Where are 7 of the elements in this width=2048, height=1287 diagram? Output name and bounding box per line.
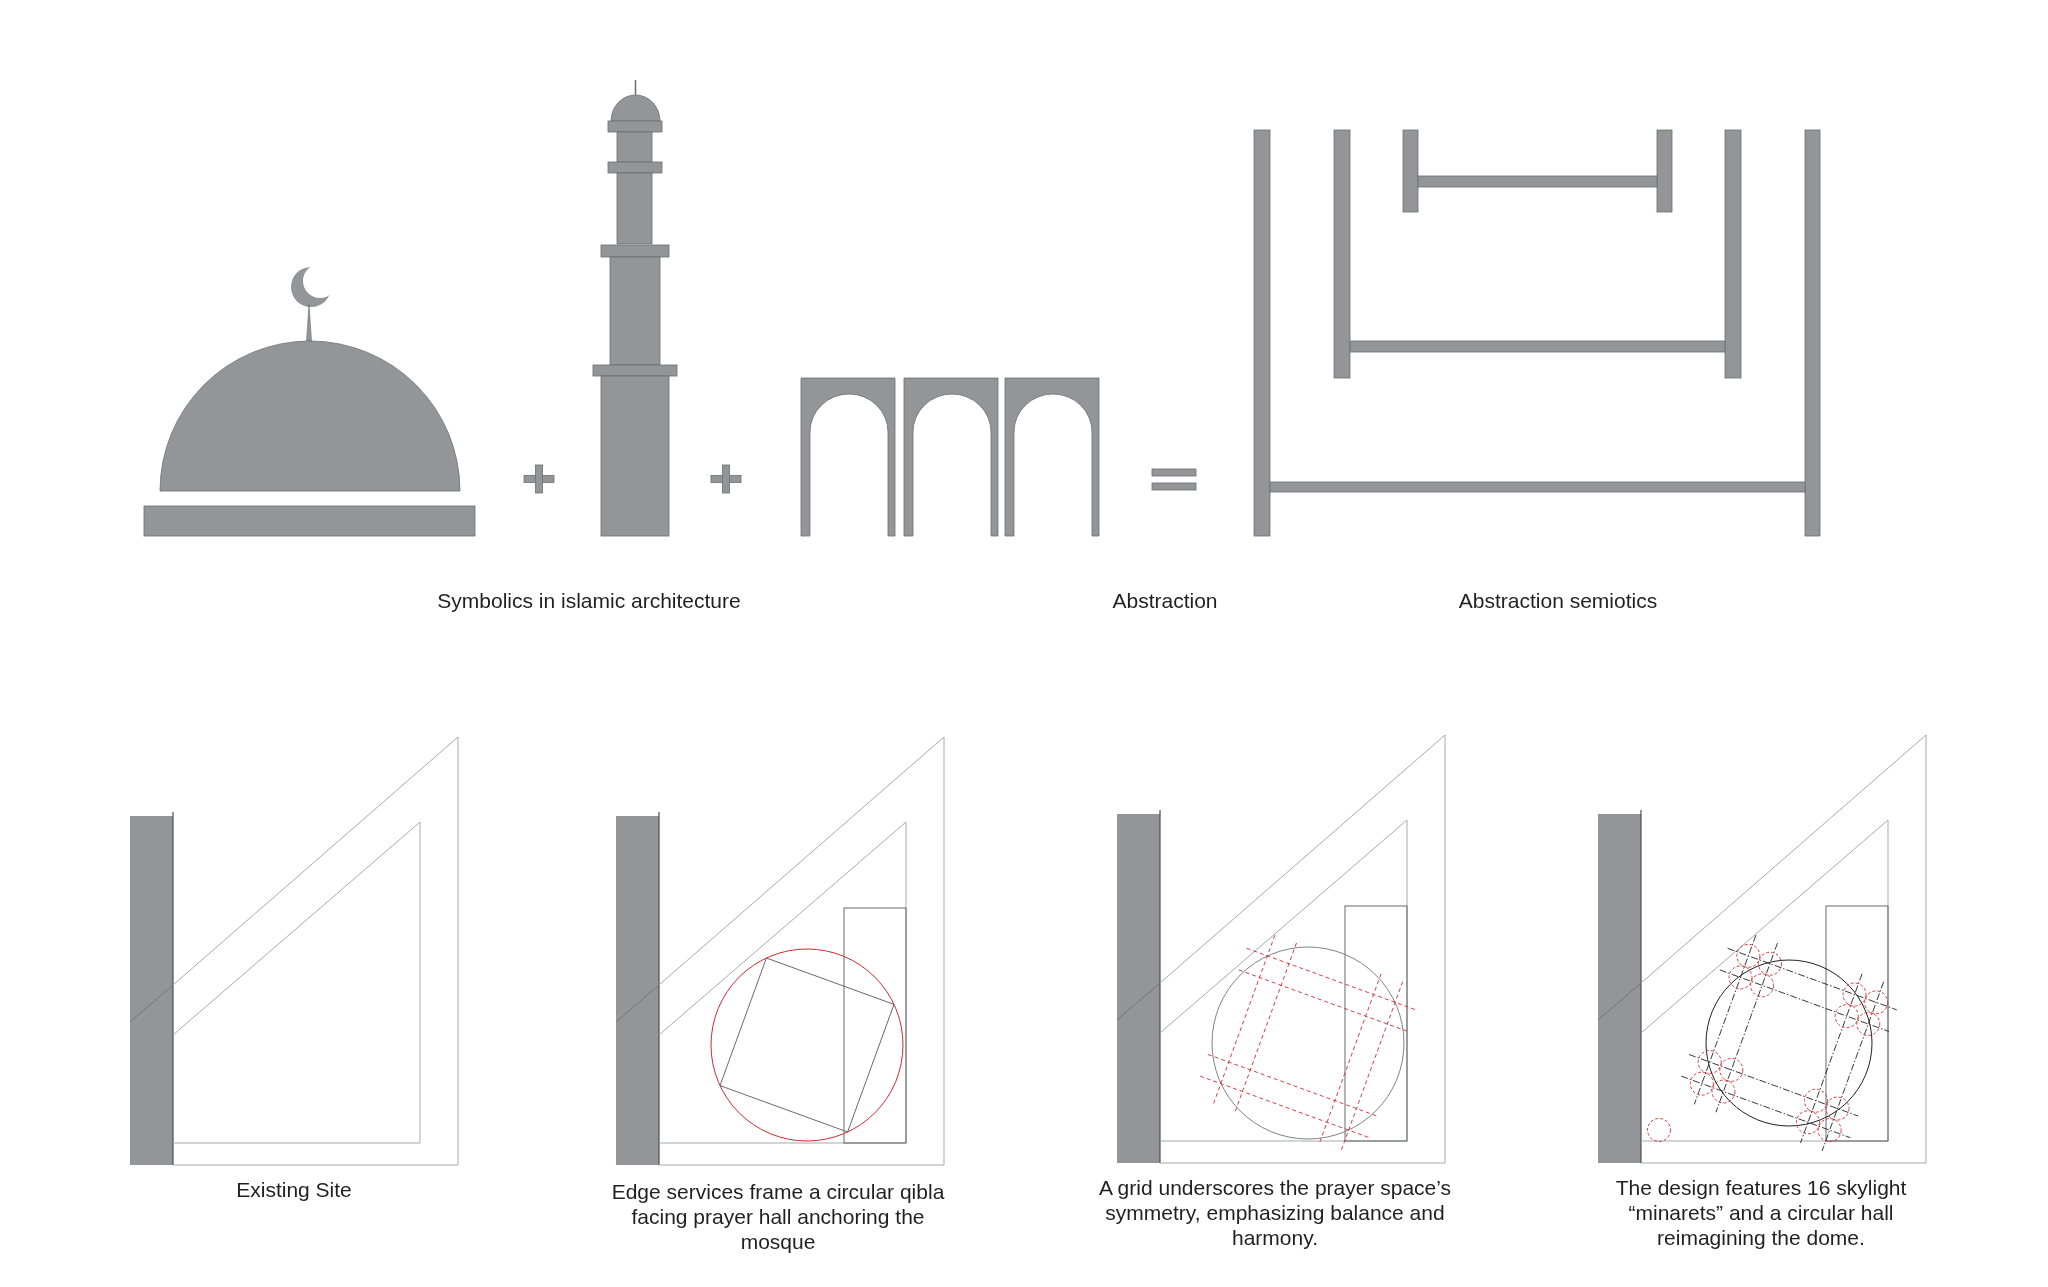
caption: Existing Site — [235, 1176, 353, 1202]
caption: The design features 16 skylight “minarets” and a circular hall reimagining the dome. — [1614, 1174, 1908, 1250]
caption: A grid underscores the prayer space’s symmetry, emphasizing balance and harmony. — [1097, 1174, 1453, 1250]
caption: Symbolics in islamic architecture — [436, 587, 742, 613]
caption: Edge services frame a circular qibla facing prayer hall anchoring the mosque — [610, 1178, 946, 1254]
caption: Abstraction — [1111, 587, 1219, 613]
caption: Abstraction semiotics — [1457, 587, 1659, 613]
